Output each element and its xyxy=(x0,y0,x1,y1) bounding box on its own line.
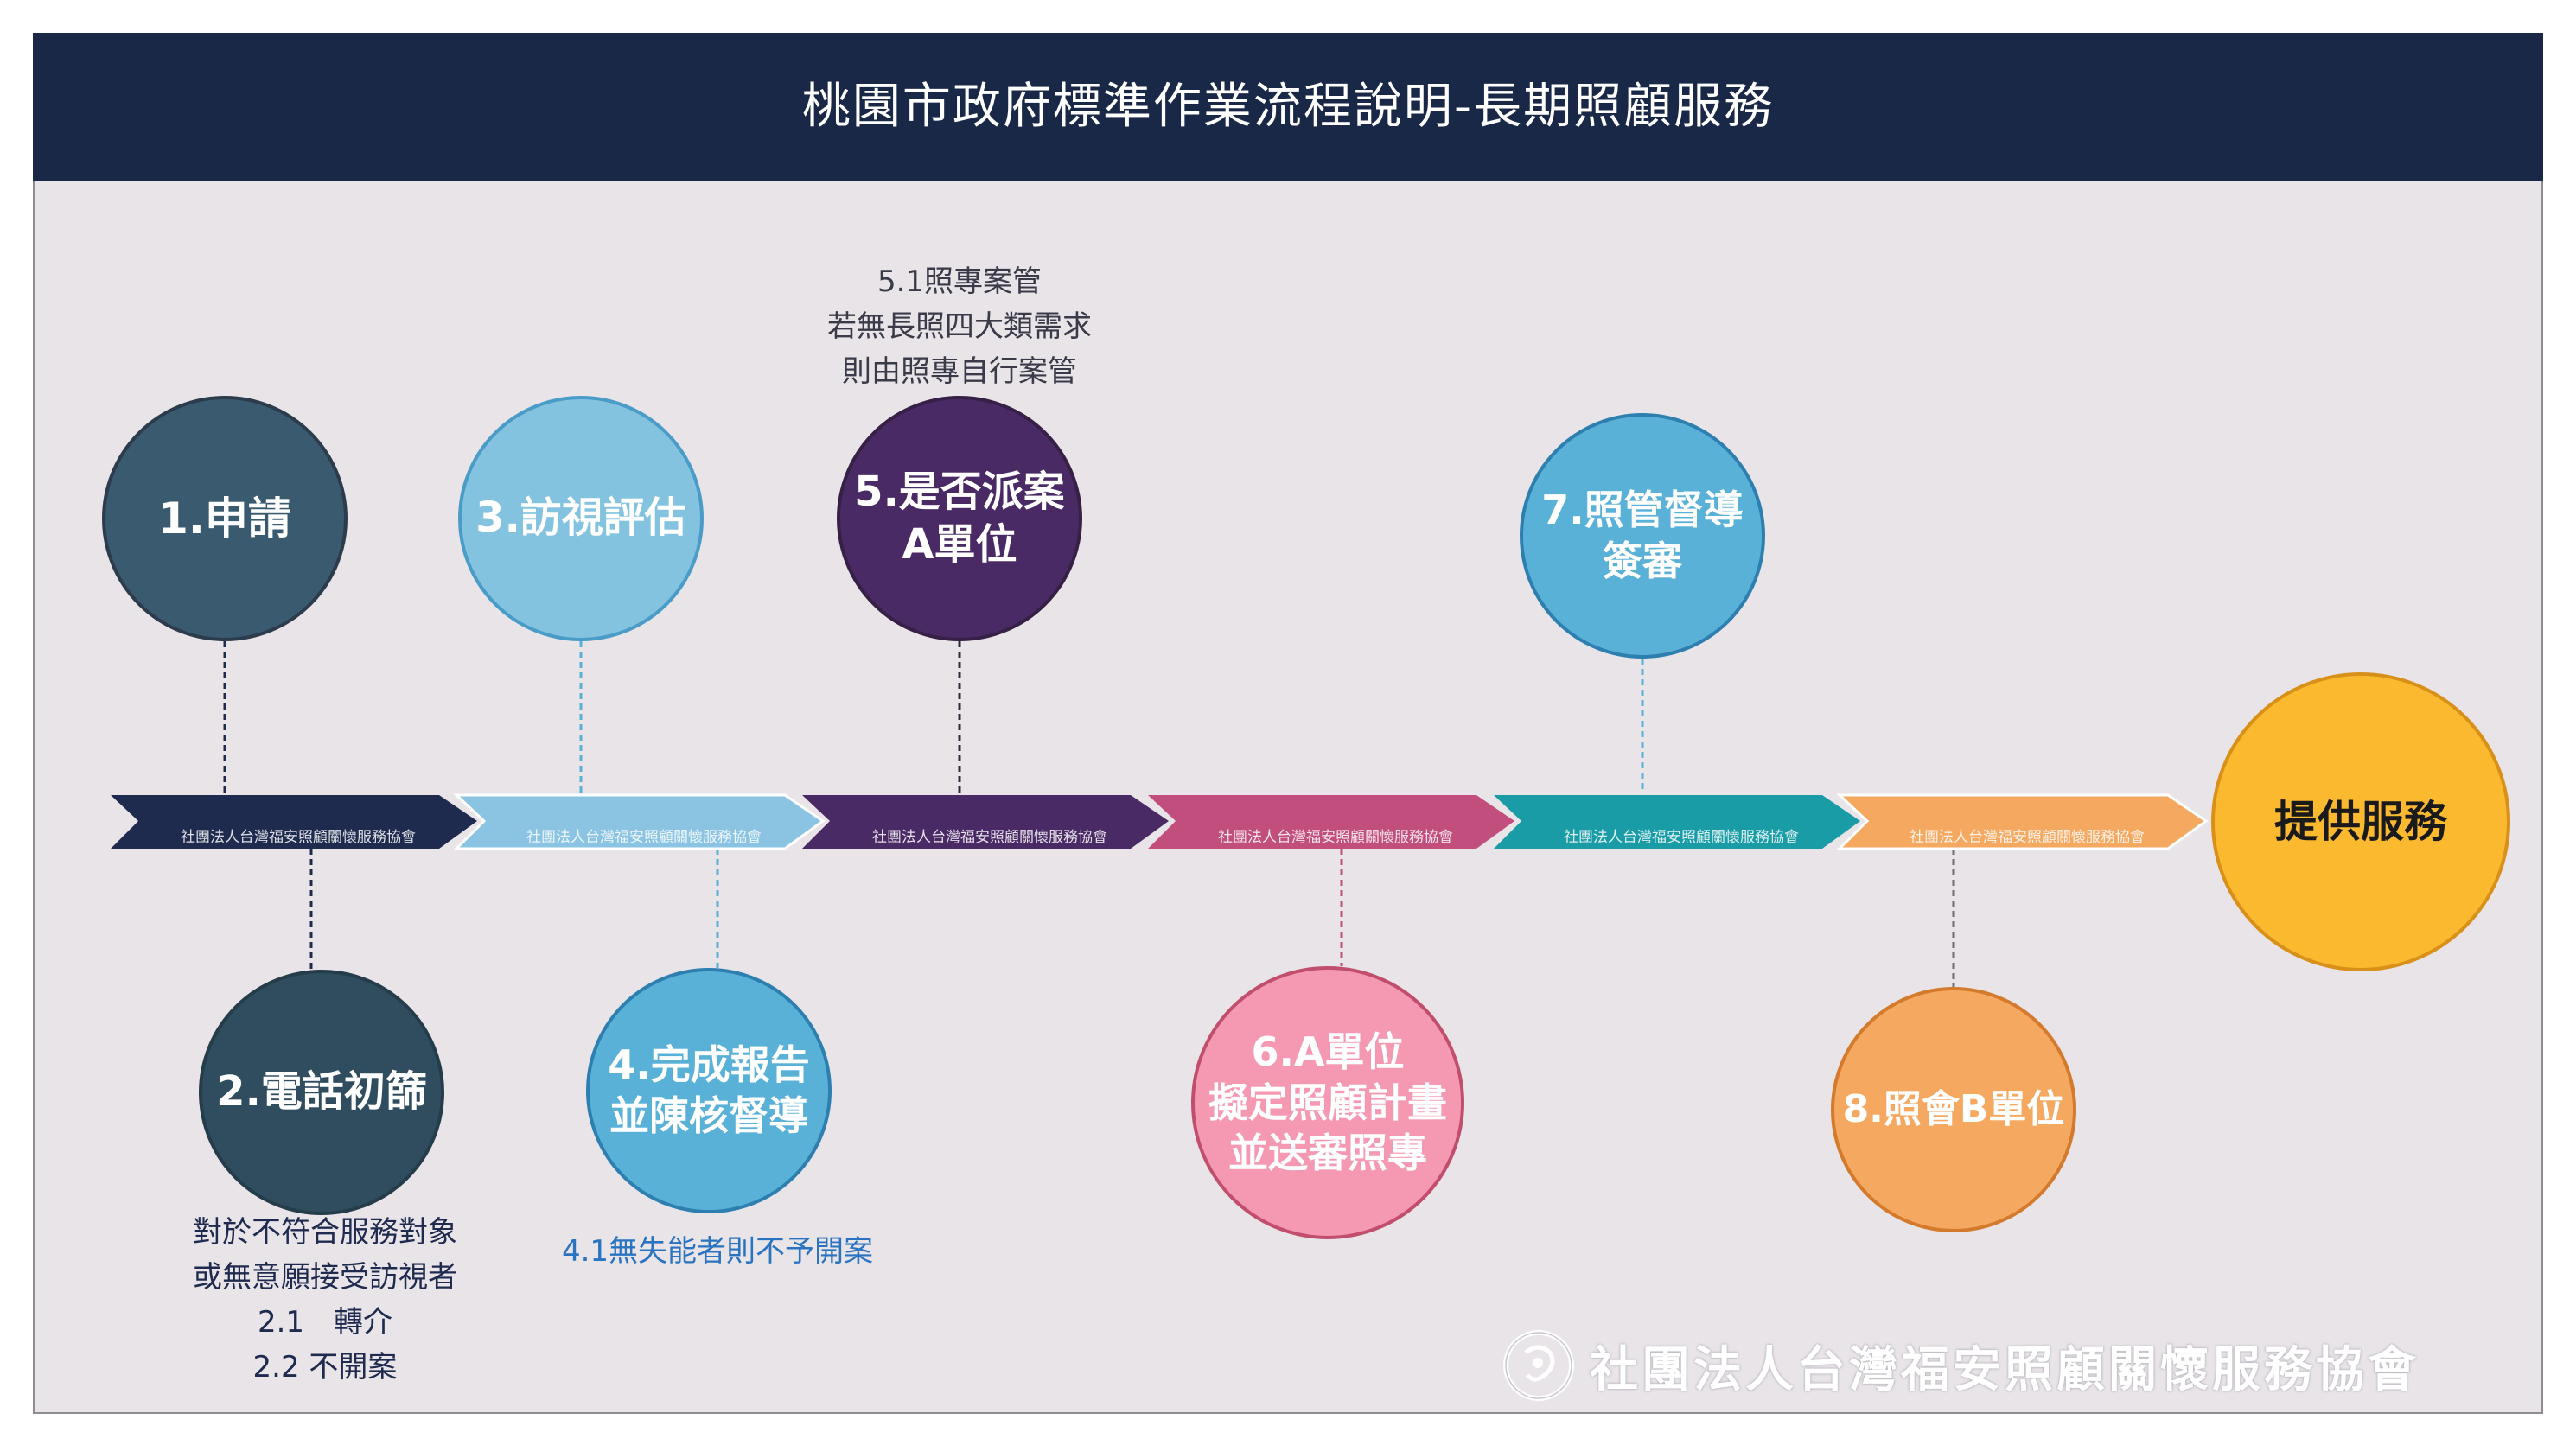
step-4-label-line-1: 4.完成報告 xyxy=(608,1041,810,1089)
arrow-segment-2 xyxy=(453,793,826,850)
note-step-5: 5.1照專案管 若無長照四大類需求 則由照專自行案管 xyxy=(778,259,1141,394)
step-4-label-line-2: 並陳核督導 xyxy=(609,1092,808,1139)
arrow-segment-4 xyxy=(1148,795,1514,849)
step-1-label: 1.申請 xyxy=(158,493,291,544)
step-5-label-line-1: 5.是否派案 xyxy=(854,467,1065,516)
note-step-4: 4.1無失能者則不予開案 xyxy=(519,1229,916,1274)
note-5-line-3: 則由照專自行案管 xyxy=(842,354,1077,389)
step-6-label-line-3: 並送審照專 xyxy=(1228,1130,1427,1177)
arrow-segment-6 xyxy=(1836,793,2209,850)
step-3-label: 3.訪視評估 xyxy=(475,493,686,543)
step-2-circle: 2.電話初篩 xyxy=(199,970,444,1215)
note-2-line-1: 對於不符合服務對象 xyxy=(193,1215,457,1250)
arrow-label-3: 社團法人台灣福安照顧關懷服務協會 xyxy=(872,829,1107,846)
note-2-line-2: 或無意願接受訪視者 xyxy=(193,1260,457,1295)
arrow-label-6: 社團法人台灣福安照顧關懷服務協會 xyxy=(1910,829,2145,846)
step-6-label-line-1: 6.A單位 xyxy=(1251,1028,1405,1075)
step-1-circle: 1.申請 xyxy=(102,396,348,641)
organization-logo-icon xyxy=(1503,1330,1574,1401)
final-service-label: 提供服務 xyxy=(2274,797,2447,847)
arrow-label-2: 社團法人台灣福安照顧關懷服務協會 xyxy=(526,829,762,846)
note-step-2: 對於不符合服務對象 或無意願接受訪視者 2.1 轉介 2.2 不開案 xyxy=(152,1210,498,1390)
note-4-line-1: 4.1無失能者則不予開案 xyxy=(561,1234,874,1269)
note-2-line-4: 2.2 不開案 xyxy=(252,1350,398,1385)
title-bar: 桃園市政府標準作業流程說明-長期照顧服務 xyxy=(33,33,2543,181)
page-title: 桃園市政府標準作業流程說明-長期照顧服務 xyxy=(801,79,1775,135)
step-5-circle: 5.是否派案 A單位 xyxy=(837,396,1082,641)
step-2-label: 2.電話初篩 xyxy=(216,1067,427,1117)
note-2-line-3: 2.1 轉介 xyxy=(257,1305,393,1340)
arrow-segment-1 xyxy=(111,795,477,849)
note-5-line-1: 5.1照專案管 xyxy=(877,264,1043,299)
final-service-circle: 提供服務 xyxy=(2211,672,2510,971)
step-7-label-line-2: 簽審 xyxy=(1602,538,1682,584)
arrow-segment-3 xyxy=(802,795,1169,849)
step-8-label: 8.照會B單位 xyxy=(1842,1086,2065,1131)
arrow-label-1: 社團法人台灣福安照顧關懷服務協會 xyxy=(181,829,416,846)
arrow-label-5: 社團法人台灣福安照顧關懷服務協會 xyxy=(1564,829,1799,846)
note-5-line-2: 若無長照四大類需求 xyxy=(827,309,1092,344)
step-4-circle: 4.完成報告 並陳核督導 xyxy=(586,968,832,1213)
step-3-circle: 3.訪視評估 xyxy=(458,396,704,641)
step-7-circle: 7.照管督導 簽審 xyxy=(1520,413,1765,659)
footer-watermark: 社團法人台灣福安照顧關懷服務協會 xyxy=(1500,1327,2537,1404)
footer-organization-name: 社團法人台灣福安照顧關懷服務協會 xyxy=(1590,1341,2420,1398)
step-7-label-line-1: 7.照管督導 xyxy=(1541,487,1744,534)
step-8-circle: 8.照會B單位 xyxy=(1831,987,2076,1232)
step-6-circle: 6.A單位 擬定照顧計畫 並送審照專 xyxy=(1191,966,1464,1239)
step-6-label-line-2: 擬定照顧計畫 xyxy=(1208,1079,1447,1126)
arrow-segment-5 xyxy=(1494,795,1860,849)
arrow-label-4: 社團法人台灣福安照顧關懷服務協會 xyxy=(1218,829,1453,846)
step-5-label-line-2: A單位 xyxy=(902,520,1017,569)
